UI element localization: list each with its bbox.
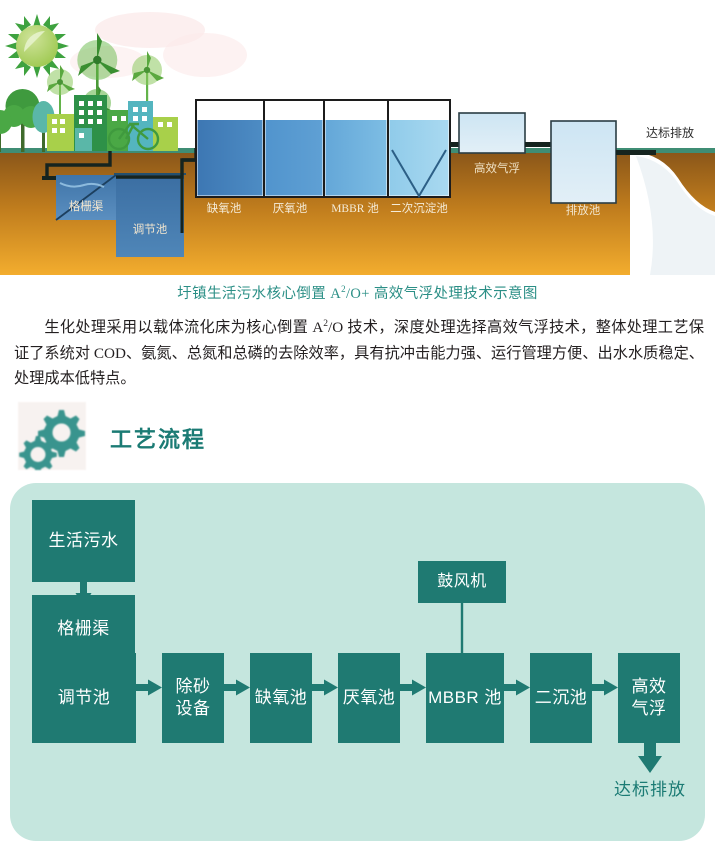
caption-sup: 2 xyxy=(341,284,346,295)
arrow-right-mbbr-to-settling xyxy=(504,679,530,696)
flow-node-mbbr-tank[interactable]: MBBR 池 xyxy=(426,653,504,743)
water-surface xyxy=(59,182,105,188)
illus-label-daf: 高效气浮 xyxy=(474,161,520,175)
flow-node-sand-removal[interactable]: 除砂 设备 xyxy=(162,653,224,743)
caption-pre: 圩镇生活污水核心倒置 A xyxy=(177,286,342,302)
flow-node-anaerobic-tank[interactable]: 厌氧池 xyxy=(338,653,400,743)
bicycle-icon xyxy=(107,122,160,151)
flow-node-label-line2: 设备 xyxy=(175,699,211,718)
caption-post: /O+ 高效气浮处理技术示意图 xyxy=(346,286,538,302)
flow-node-label: 鼓风机 xyxy=(437,573,487,590)
illus-label-discharge-tank: 排放池 xyxy=(566,203,601,217)
tree-icon xyxy=(0,110,12,152)
flow-node-blower[interactable]: 鼓风机 xyxy=(418,561,506,603)
outfall-pipe xyxy=(616,150,656,155)
sun-icon xyxy=(5,14,69,78)
cloud-decor xyxy=(163,33,247,77)
body-paragraph: 生化处理采用以载体流化床为核心倒置 A2/O 技术，深度处理选择高效气浮技术，整… xyxy=(14,312,704,392)
flow-node-domestic-sewage[interactable]: 生活污水 xyxy=(32,500,135,582)
flow-node-secondary-settling[interactable]: 二沉池 xyxy=(530,653,592,743)
regulating-tank xyxy=(116,175,184,257)
paragraph-seg-1: 生化处理采用以载体流化床为核心倒置 A xyxy=(44,319,324,337)
section-title: 工艺流程 xyxy=(110,427,207,452)
transfer-pipe xyxy=(525,142,553,147)
paragraph-seg-2: /O 技术，深度处理选择高效气浮技术，整体处理工艺保证了系统对 COD、氨氮、总… xyxy=(14,319,705,388)
process-schematic-illustration: 格栅渠 调节池 缺氧池 厌氧池 MBBR 池 二次沉淀池 高效气浮 排放池 达标… xyxy=(0,0,715,275)
arrow-down-flotation-to-outlet xyxy=(638,738,662,773)
flow-node-anoxic-tank[interactable]: 缺氧池 xyxy=(250,653,312,743)
illus-label-secondary: 二次沉淀池 xyxy=(390,201,448,215)
river-water xyxy=(636,156,715,275)
process-flowchart-panel: 生活污水 格栅渠 调节池 除砂 设备 缺氧池 厌氧池 MBBR 池 二沉池 高效… xyxy=(10,483,705,841)
illus-label-anoxic: 缺氧池 xyxy=(207,201,242,215)
section-heading: 工艺流程 xyxy=(14,400,374,472)
dissolved-air-flotation-tank xyxy=(458,112,526,154)
flow-node-grille-channel[interactable]: 格栅渠 xyxy=(32,595,135,662)
flow-node-label: 调节池 xyxy=(57,688,111,707)
illus-label-standard-discharge: 达标排放 xyxy=(646,125,694,140)
flow-node-label: 格栅渠 xyxy=(57,618,110,638)
figure-caption: 圩镇生活污水核心倒置 A2/O+ 高效气浮处理技术示意图 xyxy=(0,282,715,303)
illus-label-mbbr: MBBR 池 xyxy=(331,202,379,215)
grille-bar xyxy=(55,174,117,221)
arrow-right-settling-to-flotation xyxy=(592,679,618,696)
flow-node-label: MBBR 池 xyxy=(428,688,502,707)
flow-outlet-label: 达标排放 xyxy=(614,780,686,799)
inlet-pipe xyxy=(45,151,112,178)
flow-node-label-line2: 气浮 xyxy=(631,699,667,718)
arrow-right-sand-to-anoxic xyxy=(224,679,250,696)
flow-node-label-line1: 除砂 xyxy=(175,677,211,696)
building-icon xyxy=(75,128,92,151)
illus-label-grille: 格栅渠 xyxy=(69,199,104,213)
schematic-svg: 格栅渠 调节池 缺氧池 厌氧池 MBBR 池 二次沉淀池 高效气浮 排放池 达标… xyxy=(0,0,715,275)
sludge-hopper xyxy=(391,149,447,198)
flow-node-label: 厌氧池 xyxy=(342,688,396,707)
discharge-tank xyxy=(550,120,617,204)
arrow-right-anoxic-to-anaerobic xyxy=(312,679,338,696)
flow-node-label: 二沉池 xyxy=(534,688,588,707)
flow-node-label-line1: 高效 xyxy=(631,677,667,696)
arrow-right-anaerobic-to-mbbr xyxy=(400,679,426,696)
illus-label-anaerobic: 厌氧池 xyxy=(273,201,308,215)
illus-label-regulating: 调节池 xyxy=(133,223,168,236)
paragraph-sup: 2 xyxy=(323,319,329,329)
building-icon xyxy=(47,114,74,151)
flow-node-label: 生活污水 xyxy=(48,531,119,550)
arrow-right-regulating-to-sand xyxy=(136,679,162,696)
flow-node-air-flotation[interactable]: 高效 气浮 xyxy=(618,653,680,743)
flow-node-regulating-tank[interactable]: 调节池 xyxy=(32,653,136,743)
gears-icon xyxy=(18,402,86,470)
flow-node-label: 缺氧池 xyxy=(254,688,308,707)
